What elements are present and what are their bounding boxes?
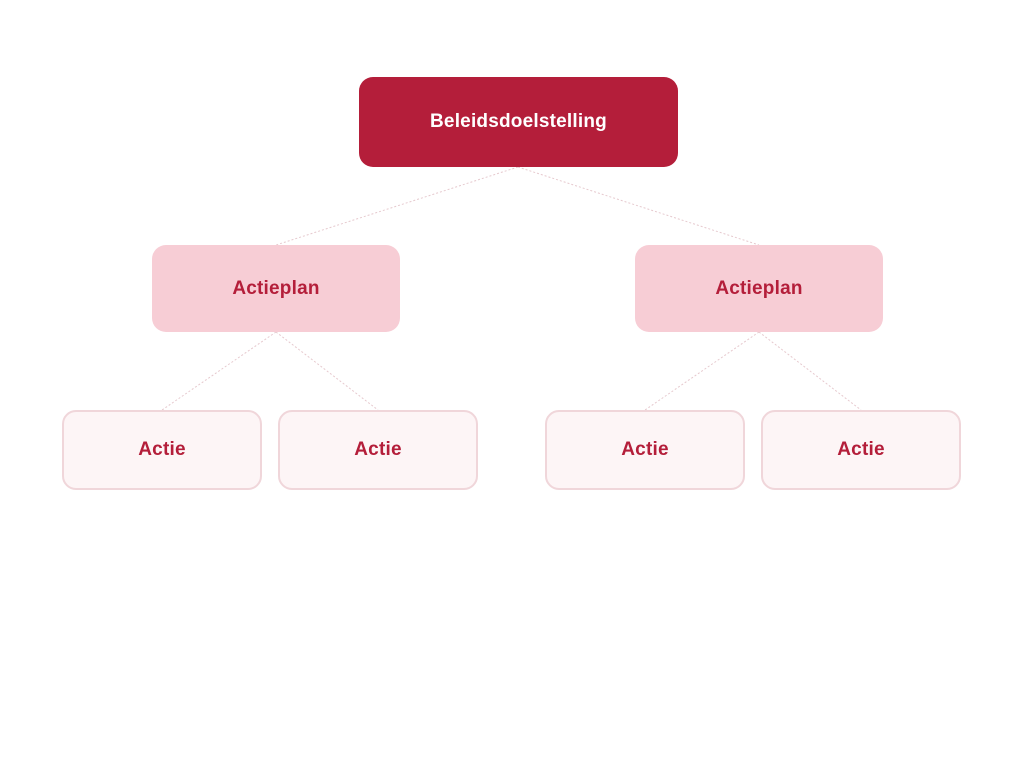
connector-plan-right-to-action-3 [644,331,760,411]
connector-root-to-plan-left [275,166,519,246]
root-node-label: Beleidsdoelstelling [430,111,607,132]
action-label: Actie [621,439,669,460]
action-plan-label: Actieplan [715,277,803,299]
root-node-beleidsdoelstelling: Beleidsdoelstelling [359,77,678,167]
action-plan-node-left: Actieplan [152,245,400,332]
action-label: Actie [138,439,186,460]
action-node-2: Actie [278,410,478,490]
action-plan-label: Actieplan [232,277,320,299]
connector-root-to-plan-right [517,166,760,246]
action-node-4: Actie [761,410,961,490]
connector-plan-left-to-action-2 [275,331,379,411]
connector-plan-left-to-action-1 [161,331,277,411]
action-label: Actie [837,439,885,460]
action-plan-node-right: Actieplan [635,245,883,332]
action-label: Actie [354,439,402,460]
action-node-1: Actie [62,410,262,490]
action-node-3: Actie [545,410,745,490]
connector-plan-right-to-action-4 [758,331,862,411]
